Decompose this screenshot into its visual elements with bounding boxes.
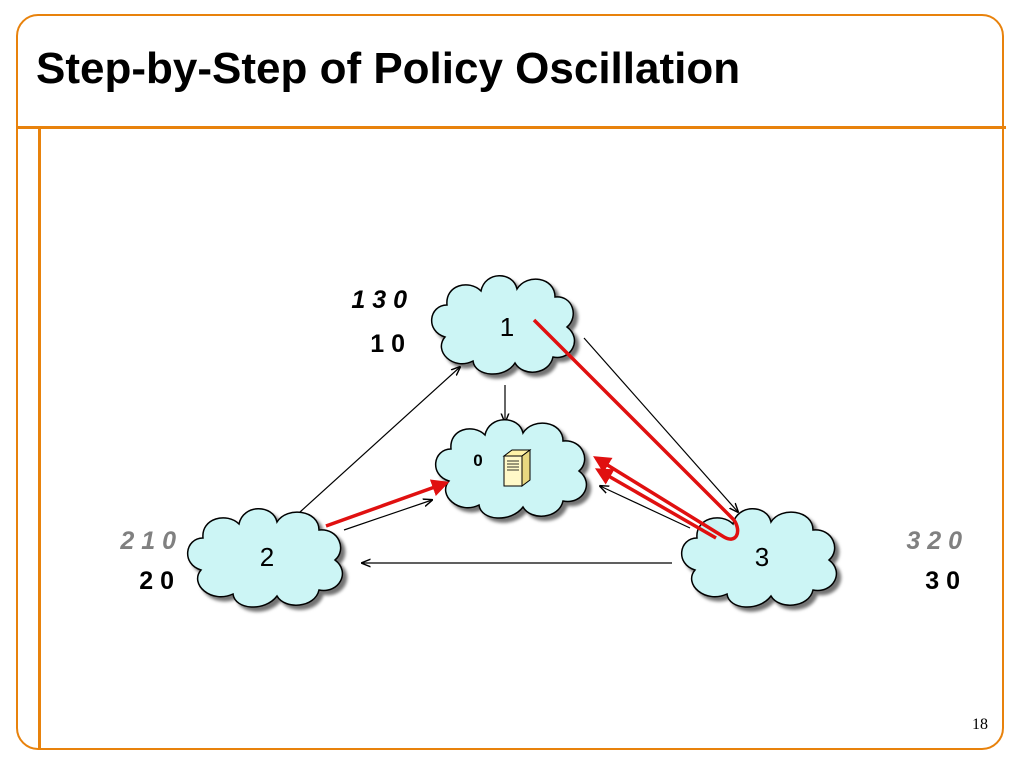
edge-3-to-0 xyxy=(600,486,691,529)
node-3-current-path: 3 0 xyxy=(925,567,960,595)
edge-1-to-3 xyxy=(583,337,738,512)
edge-2-to-0 xyxy=(343,500,432,531)
slide-title: Step-by-Step of Policy Oscillation xyxy=(36,44,741,93)
node-3-preferred-path: 3 2 0 xyxy=(906,527,962,555)
node-1-current-path: 1 0 xyxy=(370,330,405,358)
edge-2-to-1 xyxy=(299,367,460,513)
left-accent-bar xyxy=(38,129,41,749)
node-2-current-path: 2 0 xyxy=(139,567,174,595)
red-path-1-via-3-to-0 xyxy=(532,318,740,541)
page-number: 18 xyxy=(972,716,988,733)
node-1-label: 1 xyxy=(500,312,514,342)
cloud-node-1 xyxy=(430,275,576,375)
title-rule xyxy=(16,126,1006,129)
node-2-preferred-path: 2 1 0 xyxy=(119,527,176,555)
cloud-node-2 xyxy=(186,508,344,608)
slide-frame xyxy=(16,14,1004,750)
node-1-preferred-path: 1 3 0 xyxy=(351,286,407,314)
red-path-3-to-0 xyxy=(594,468,717,540)
node-0-label: 0 xyxy=(473,451,482,470)
server-icon xyxy=(502,449,532,487)
red-path-2-to-0 xyxy=(325,479,450,528)
node-3-label: 3 xyxy=(755,542,769,572)
node-2-label: 2 xyxy=(260,542,274,572)
